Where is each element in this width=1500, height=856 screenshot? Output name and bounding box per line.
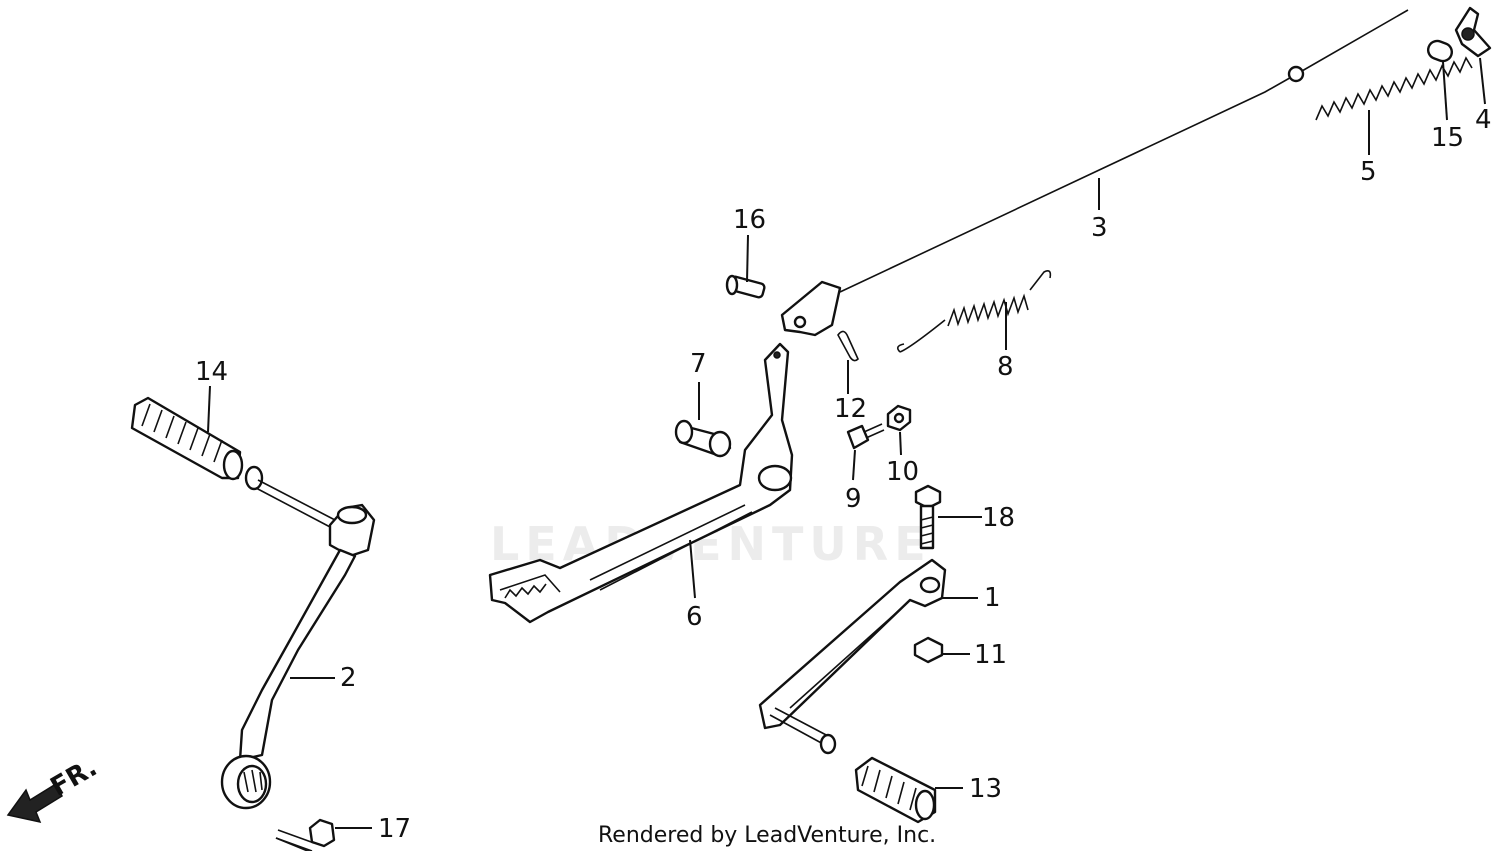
callout-9: 9 (845, 484, 862, 514)
callout-1: 1 (984, 583, 1001, 613)
part-nut-10 (886, 404, 912, 432)
callout-12: 12 (834, 394, 867, 424)
callout-5: 5 (1360, 157, 1377, 187)
callout-11: 11 (974, 640, 1007, 670)
part-kick-rubber (130, 396, 244, 481)
part-kick-starter-arm (220, 465, 376, 810)
front-direction-arrow: FR. (6, 753, 102, 824)
part-bolt-17 (275, 818, 336, 853)
leader-lines (207, 57, 1486, 829)
callout-6: 6 (686, 602, 703, 632)
callout-14: 14 (195, 357, 228, 387)
part-collar (674, 419, 732, 458)
part-wing-nut (1454, 6, 1492, 58)
part-brake-rod (780, 9, 1409, 337)
part-return-spring (896, 270, 1052, 353)
part-bolt-9 (846, 423, 885, 450)
callout-2: 2 (340, 663, 357, 693)
part-shift-rubber (854, 756, 937, 824)
part-clevis-pin (725, 274, 766, 299)
callout-16: 16 (733, 205, 766, 235)
callout-3: 3 (1091, 213, 1108, 243)
callout-17: 17 (378, 814, 411, 844)
callout-15: 15 (1431, 123, 1464, 153)
part-shift-arm (758, 558, 947, 755)
callout-13: 13 (969, 774, 1002, 804)
part-joint (1426, 39, 1454, 63)
credit-text: Rendered by LeadVenture, Inc. (598, 823, 936, 848)
part-nut-11 (913, 636, 944, 664)
callout-8: 8 (997, 352, 1014, 382)
callout-10: 10 (886, 457, 919, 487)
part-rod-spring (1315, 56, 1473, 121)
callout-4: 4 (1475, 105, 1492, 135)
part-cotter-pin (837, 330, 859, 362)
callout-18: 18 (982, 503, 1015, 533)
part-bolt-18 (914, 484, 942, 550)
part-brake-pedal (488, 342, 794, 624)
callout-7: 7 (690, 349, 707, 379)
